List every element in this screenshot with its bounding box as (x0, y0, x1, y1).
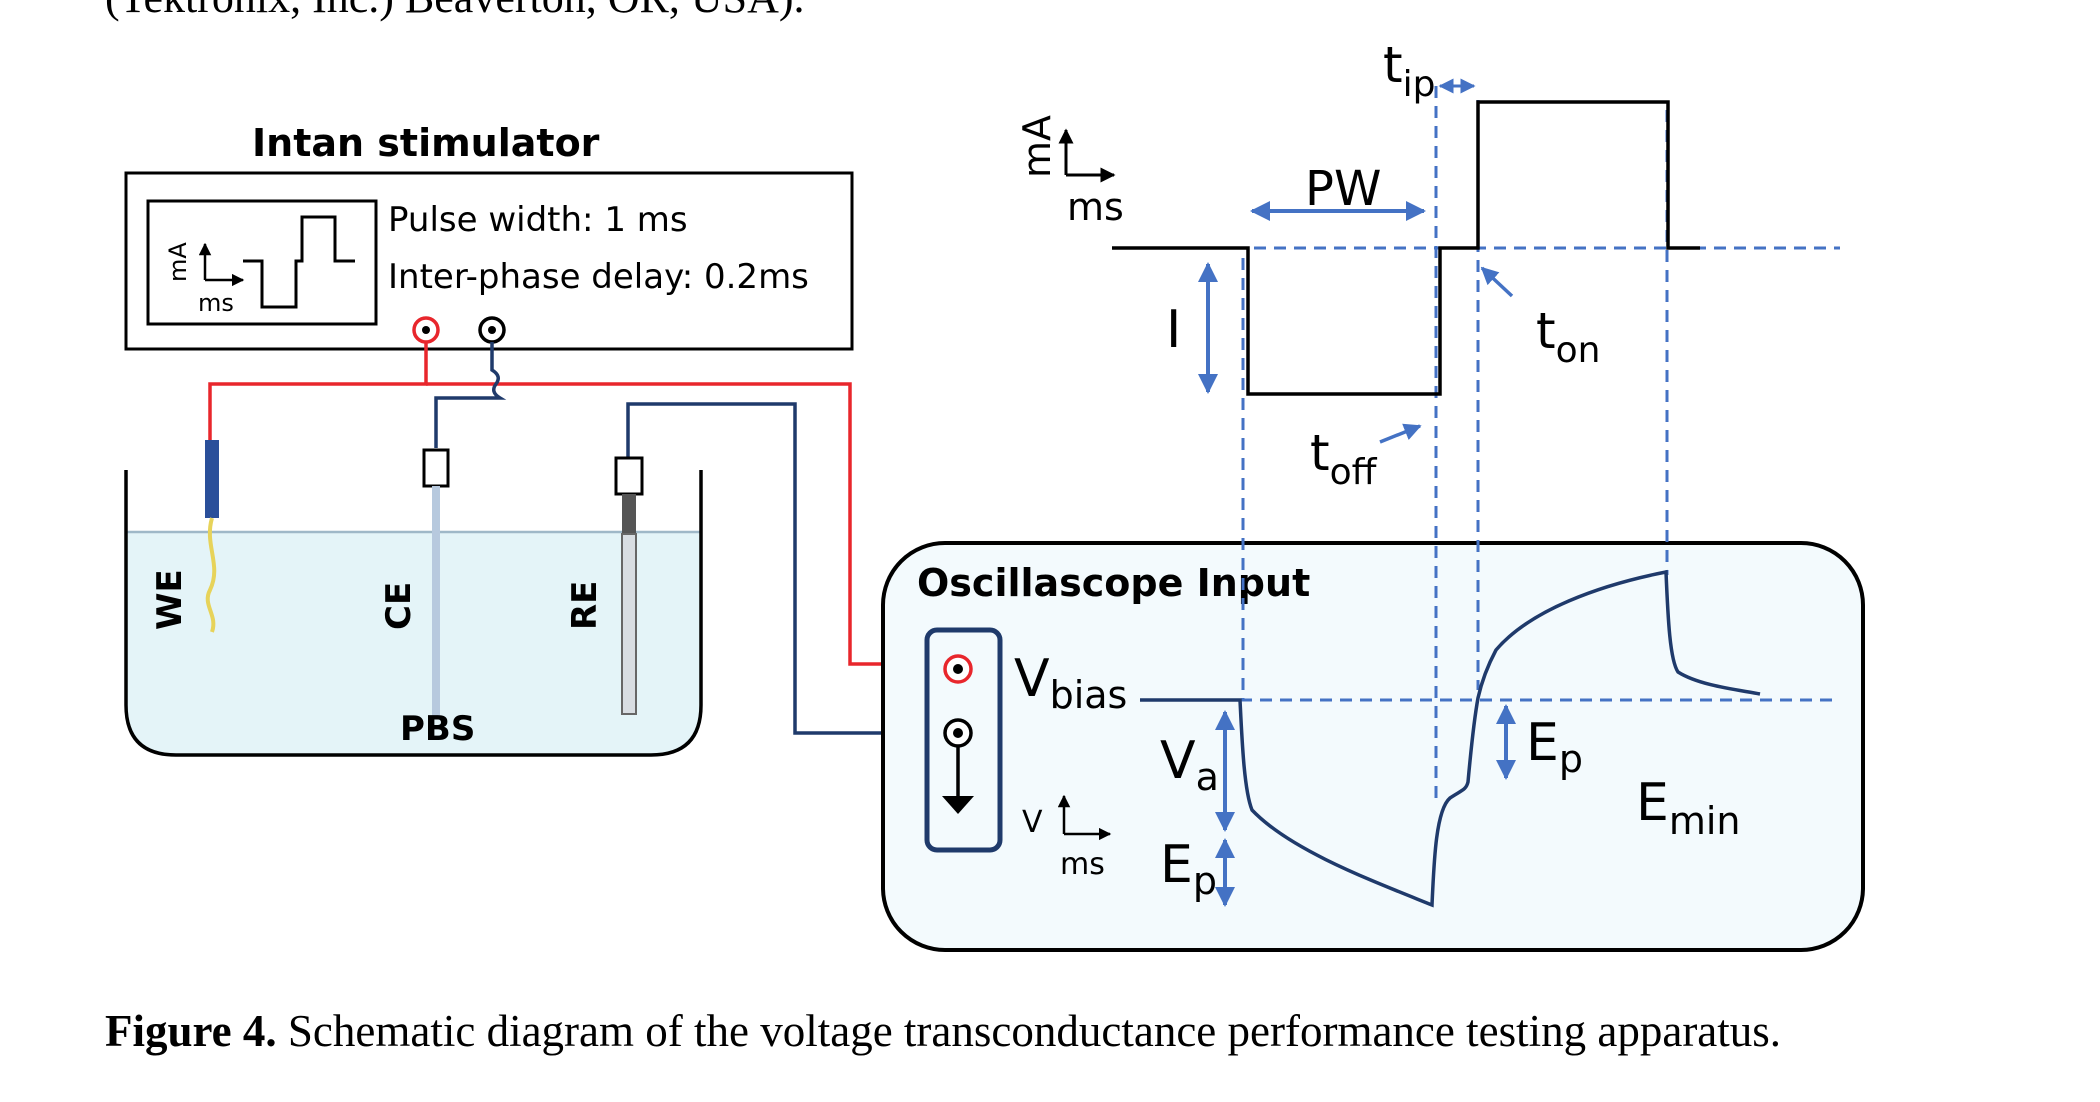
we-label: WE (150, 569, 190, 630)
oscilloscope-input-panel (924, 627, 1003, 853)
ground-arrow (942, 796, 974, 814)
toff-label: toff (1310, 424, 1378, 493)
scope-axis-v: V (1022, 805, 1043, 840)
emin-label: Emin (1636, 773, 1741, 843)
oscilloscope-title: Oscillascope Input (917, 561, 1310, 605)
ce-electrode (432, 486, 440, 716)
current-label: I (1166, 300, 1181, 360)
figure-caption: Figure 4. Schematic diagram of the volta… (105, 1006, 1781, 1056)
ton-arrow (1480, 266, 1514, 298)
stimulator-ms-label: ms (198, 289, 234, 317)
beaker-outline (124, 470, 703, 757)
waveform-ms-label: ms (1067, 185, 1124, 229)
voltage-trace (1140, 569, 1761, 908)
toff-arrow (1379, 423, 1422, 444)
pbs-label: PBS (400, 709, 475, 749)
stimulator-title: Intan stimulator (252, 121, 600, 165)
re-connector (614, 456, 644, 496)
ep-lower-label: Ep (1160, 835, 1217, 903)
navy-wire-re (626, 402, 944, 735)
biphasic-pulse (1112, 100, 1700, 396)
vbias-label: Vbias (1014, 649, 1127, 717)
navy-wire-ce (434, 342, 507, 448)
we-electrode (205, 440, 219, 518)
header-text: (Tektronix, Inc.) Beaverton, OR, USA). (105, 0, 805, 22)
ce-label: CE (379, 582, 419, 630)
beaker: WE CE RE PBS (124, 440, 703, 757)
stimulator-ma-label: mA (164, 242, 192, 282)
oscilloscope-box: Oscillascope Input V ms Vbias (881, 541, 1865, 952)
voltage-waveform: Va Ep Ep Emin (1140, 569, 1761, 908)
pw-label: PW (1305, 161, 1381, 217)
ton-label: ton (1536, 302, 1600, 371)
dashed-guides (1140, 86, 1840, 800)
ce-connector (422, 448, 450, 488)
waveform-ma-label: mA (1015, 115, 1059, 178)
re-label: RE (565, 581, 605, 630)
oscilloscope-outline (881, 541, 1865, 952)
we-wire (205, 517, 217, 633)
red-wire-we (208, 342, 428, 440)
tip-label: tip (1383, 36, 1435, 105)
va-label: Va (1160, 731, 1219, 799)
pulse-width-text: Pulse width: 1 ms (388, 200, 688, 240)
stimulator-pulse-icon (243, 215, 355, 309)
current-waveform: mA ms PW I tip ton toff (1015, 36, 1700, 493)
intan-stimulator: Intan stimulator mA ms Pulse width: 1 ms… (124, 121, 854, 351)
pbs-liquid (126, 532, 701, 755)
inter-phase-delay-text: Inter-phase delay: 0.2ms (388, 257, 809, 297)
re-electrode (621, 533, 637, 715)
stimulator-axis-icon: mA ms (164, 242, 245, 317)
scope-axis-ms: ms (1060, 847, 1105, 882)
ep-upper-label: Ep (1526, 713, 1583, 781)
